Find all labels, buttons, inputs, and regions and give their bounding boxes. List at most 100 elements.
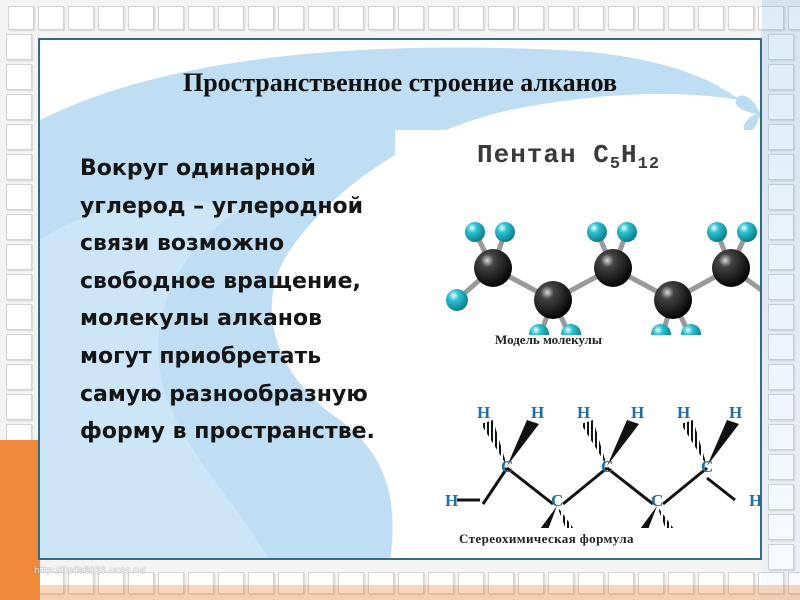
decorative-tile	[218, 572, 244, 594]
svg-text:H: H	[749, 491, 762, 510]
decorative-tile	[758, 6, 784, 30]
decorative-tile	[218, 6, 244, 30]
decorative-tile	[768, 274, 794, 300]
decorative-tile	[768, 244, 794, 270]
decorative-tile	[608, 572, 634, 594]
decorative-tile	[768, 34, 794, 60]
decorative-tile	[6, 94, 32, 120]
decorative-tile	[98, 572, 124, 594]
decorative-tile	[608, 6, 634, 30]
decorative-tile	[6, 274, 32, 300]
decorative-tile	[6, 184, 32, 210]
decorative-tile	[6, 304, 32, 330]
decorative-tile	[638, 572, 664, 594]
svg-text:H: H	[577, 403, 590, 422]
decorative-tile	[38, 6, 64, 30]
stereo-caption: Стереохимическая формула	[459, 531, 634, 546]
decorative-tile	[128, 6, 154, 30]
svg-text:C: C	[501, 457, 513, 476]
heading-prefix: Пентан C	[477, 140, 610, 170]
carbon-atoms	[474, 249, 750, 319]
decorative-tile	[6, 124, 32, 150]
decorative-tile	[788, 572, 800, 594]
decorative-tile	[548, 6, 574, 30]
source-url[interactable]: http://linda6035.ucoz.ru/	[34, 566, 146, 576]
decorative-tile	[758, 572, 784, 594]
decorative-tile	[6, 364, 32, 390]
decorative-tile	[788, 6, 800, 30]
decorative-tile	[518, 572, 544, 594]
decorative-tile	[308, 572, 334, 594]
decorative-tile	[428, 6, 454, 30]
decorative-tile	[338, 6, 364, 30]
decorative-tile	[768, 334, 794, 360]
decorative-tile	[398, 6, 424, 30]
decorative-tile	[6, 154, 32, 180]
bullet-text: Вокруг одинарной углерод – углеродной св…	[80, 156, 375, 445]
wedge-bonds	[481, 420, 739, 528]
decorative-tile	[458, 6, 484, 30]
decorative-tile	[578, 572, 604, 594]
heading-h: H	[621, 140, 638, 170]
decorative-tile	[488, 6, 514, 30]
decorative-tile	[728, 6, 754, 30]
decorative-tile	[768, 454, 794, 480]
decorative-tile	[768, 184, 794, 210]
decorative-tile	[698, 572, 724, 594]
blue-brush-swoosh	[40, 47, 740, 558]
ball-and-stick-model	[446, 222, 760, 335]
blue-accent-strip	[762, 0, 800, 600]
figure-heading: Пентан C5H12	[477, 140, 660, 174]
decorative-tile	[768, 544, 794, 570]
decorative-tile	[278, 6, 304, 30]
decorative-tile	[458, 572, 484, 594]
model-caption: Модель молекулы	[495, 332, 602, 347]
decorative-tile	[8, 6, 34, 30]
decorative-tile	[768, 214, 794, 240]
decorative-tile	[188, 6, 214, 30]
decorative-tile	[248, 6, 274, 30]
decorative-tile	[768, 154, 794, 180]
slide-card: Пространственное строение алканов Вокруг…	[38, 38, 762, 560]
atom-labels: H H H H H H C C C H C C H H H H H	[445, 403, 762, 510]
decorative-tile	[578, 6, 604, 30]
decorative-tile	[768, 364, 794, 390]
pentane-figure: Пентан C5H12	[395, 130, 762, 550]
decorative-tile	[6, 34, 32, 60]
decorative-tile	[428, 572, 454, 594]
svg-text:H: H	[631, 403, 644, 422]
decorative-tile	[638, 6, 664, 30]
decorative-tile	[368, 572, 394, 594]
decorative-tile	[6, 244, 32, 270]
decorative-tile	[768, 514, 794, 540]
svg-text:H: H	[677, 403, 690, 422]
decorative-tile	[158, 572, 184, 594]
orange-accent-strip	[0, 585, 800, 600]
decorative-tile	[248, 572, 274, 594]
stereochemical-formula: H H H H H H C C C H C C H H H H H	[445, 403, 762, 528]
orange-accent-block	[0, 440, 40, 600]
decorative-tile	[98, 6, 124, 30]
decorative-tile	[768, 424, 794, 450]
decorative-tile	[6, 394, 32, 420]
butterfly-icon	[734, 90, 760, 139]
decorative-tile	[338, 572, 364, 594]
decorative-tile	[158, 6, 184, 30]
decorative-tile	[668, 572, 694, 594]
svg-text:H: H	[445, 491, 458, 510]
decorative-tile	[768, 484, 794, 510]
svg-text:H: H	[531, 403, 544, 422]
decorative-tile	[488, 572, 514, 594]
decorative-tile	[768, 124, 794, 150]
decorative-tile	[548, 572, 574, 594]
svg-text:C: C	[701, 457, 713, 476]
decorative-tile	[308, 6, 334, 30]
decorative-tile	[668, 6, 694, 30]
decorative-tile	[768, 94, 794, 120]
decorative-tile	[768, 64, 794, 90]
decorative-tile	[128, 572, 154, 594]
decorative-tile	[398, 572, 424, 594]
svg-text:H: H	[729, 403, 742, 422]
decorative-tile	[698, 6, 724, 30]
svg-text:C: C	[551, 491, 563, 510]
